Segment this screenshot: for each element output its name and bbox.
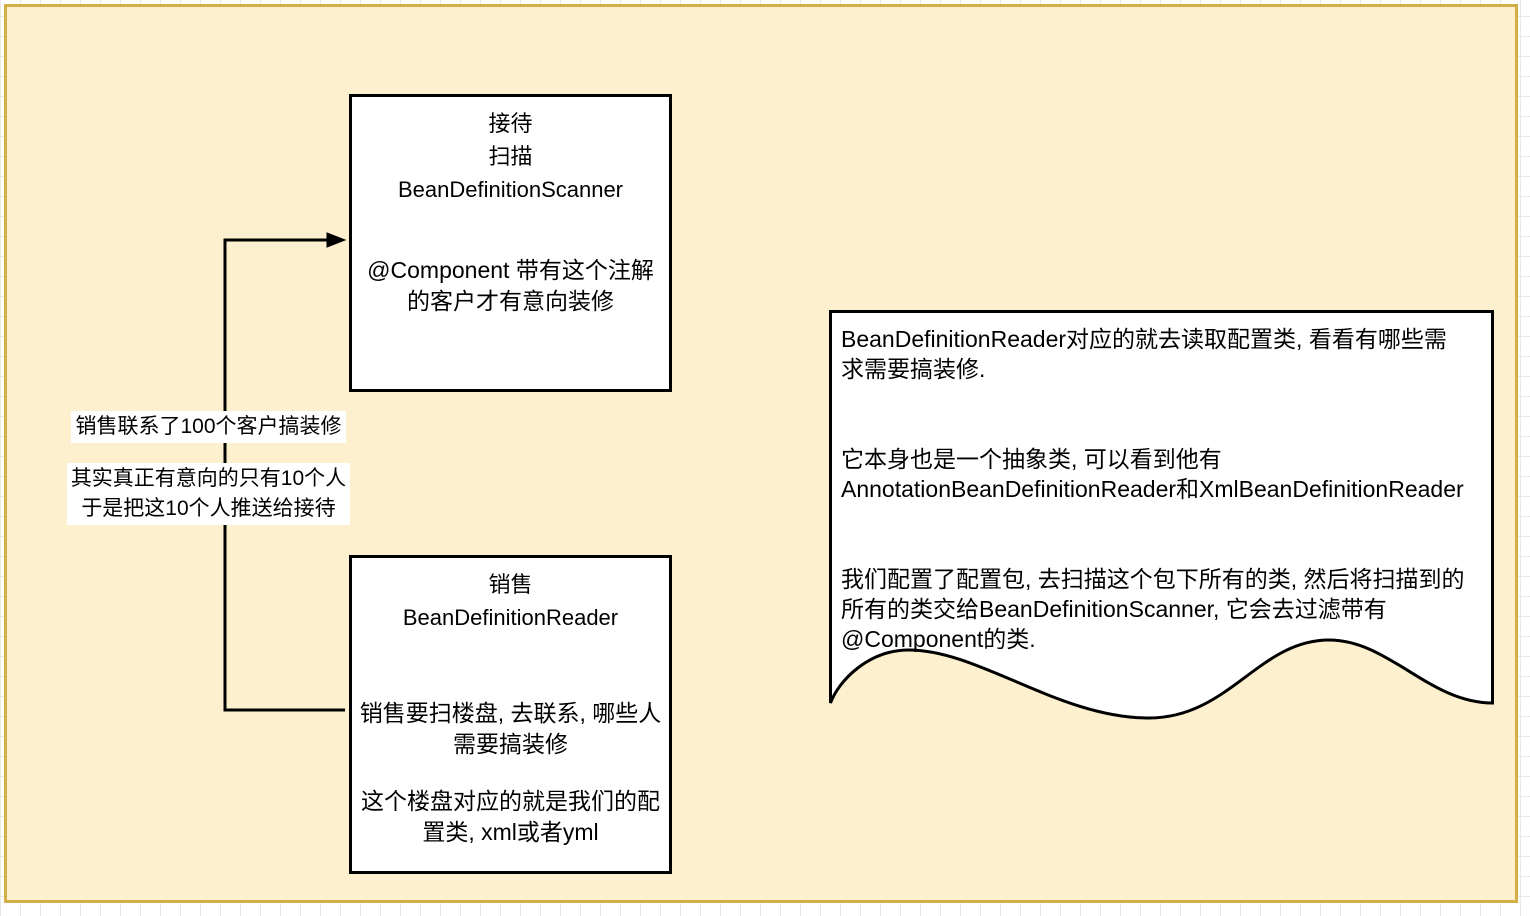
node-bean-definition-scanner[interactable]: 接待 扫描 BeanDefinitionScanner @Component 带… bbox=[349, 94, 672, 392]
note-bean-definition-reader-explanation[interactable]: BeanDefinitionReader对应的就去读取配置类, 看看有哪些需 求… bbox=[829, 310, 1494, 720]
node-bean-definition-reader[interactable]: 销售 BeanDefinitionReader 销售要扫楼盘, 去联系, 哪些人… bbox=[349, 555, 672, 874]
node-scanner-title: 接待 扫描 BeanDefinitionScanner bbox=[397, 111, 624, 202]
edge-label-primary: 销售联系了100个客户搞装修 bbox=[71, 411, 346, 443]
note-text: BeanDefinitionReader对应的就去读取配置类, 看看有哪些需 求… bbox=[841, 326, 1465, 652]
edge-label-group: 销售联系了100个客户搞装修 其实真正有意向的只有10个人 于是把这10个人推送… bbox=[58, 411, 359, 525]
edge-label-secondary: 其实真正有意向的只有10个人 于是把这10个人推送给接待 bbox=[66, 463, 351, 525]
node-reader-body-primary: 销售要扫楼盘, 去联系, 哪些人 需要搞装修 bbox=[359, 700, 662, 757]
arrow-right-icon bbox=[326, 232, 347, 248]
note-shape bbox=[829, 310, 1494, 720]
node-reader-title: 销售 BeanDefinitionReader bbox=[402, 572, 619, 630]
diagram-sheet: 接待 扫描 BeanDefinitionScanner @Component 带… bbox=[4, 4, 1518, 903]
node-reader-body-secondary: 这个楼盘对应的就是我们的配 置类, xml或者yml bbox=[361, 788, 660, 845]
node-scanner-body: @Component 带有这个注解 的客户才有意向装修 bbox=[367, 257, 654, 314]
